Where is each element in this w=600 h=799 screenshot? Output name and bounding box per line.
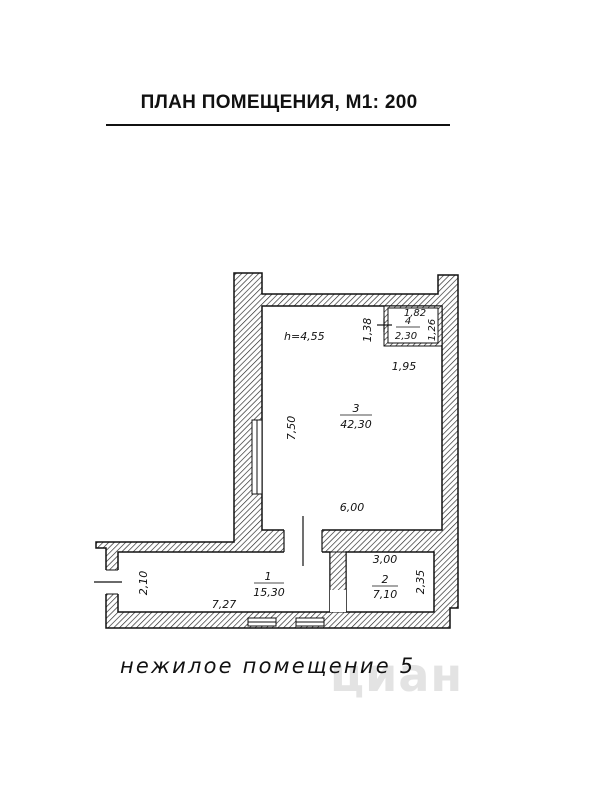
room2-height-dim: 2,35 xyxy=(414,570,427,595)
room4-height-right-dim: 1,26 xyxy=(427,319,438,341)
room3-width-dim: 6,00 xyxy=(340,501,365,514)
exterior-walls xyxy=(95,272,459,629)
partition-door-opening xyxy=(330,590,346,612)
room2-width-dim: 3,00 xyxy=(373,553,398,566)
title-underline xyxy=(106,124,450,126)
room1-length-dim: 7,27 xyxy=(212,598,237,611)
room-1-number: 1 xyxy=(265,570,272,583)
room-3-number: 3 xyxy=(353,402,360,415)
plan-caption: нежилое помещение 5 xyxy=(120,654,416,678)
plan-title: ПЛАН ПОМЕЩЕНИЯ, М1: 200 xyxy=(140,92,418,113)
room3-height-dim: 7,50 xyxy=(285,416,298,441)
room-3-area: 42,30 xyxy=(340,418,372,431)
room4-width-dim: 1,82 xyxy=(404,308,426,319)
room-2-number: 2 xyxy=(382,573,389,586)
room1-height-dim: 2,10 xyxy=(137,571,150,596)
room-2-area: 7,10 xyxy=(373,588,398,601)
room3-offset-dim: 1,95 xyxy=(392,360,417,373)
room-4-interior xyxy=(387,307,439,344)
room-4-area: 2,30 xyxy=(395,331,417,342)
room-1-area: 15,30 xyxy=(253,586,285,599)
watermark-logo: циан xyxy=(330,648,464,702)
room-4-number: 4 xyxy=(405,316,411,327)
ceiling-height-label: h=4,55 xyxy=(284,330,325,343)
room4-height-left-dim: 1,38 xyxy=(361,318,374,343)
